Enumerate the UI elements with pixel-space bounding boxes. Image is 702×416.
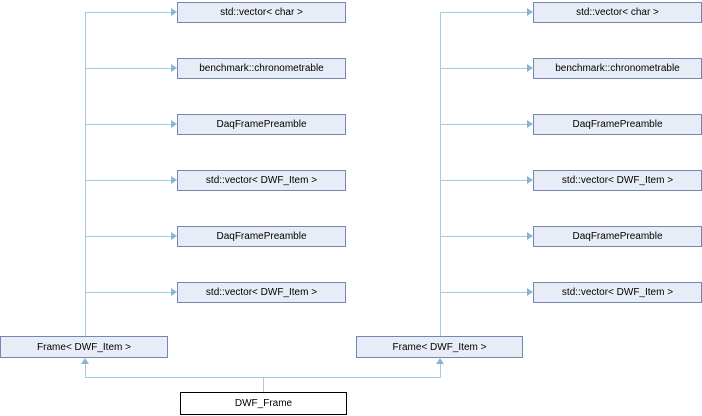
edge-right-branch-4 [440,236,527,237]
node-right-benchmark-chronometrable[interactable]: benchmark::chronometrable [533,58,702,79]
node-right-std-vector-dwf-item-1[interactable]: std::vector< DWF_Item > [533,170,702,191]
node-right-daqframepreamble-1[interactable]: DaqFramePreamble [533,114,702,135]
edge-right-branch-1 [440,68,527,69]
edge-left-trunk [85,12,86,336]
arrowhead-left-2-icon [171,120,177,128]
node-right-std-vector-dwf-item-2[interactable]: std::vector< DWF_Item > [533,282,702,303]
node-left-daqframepreamble-2[interactable]: DaqFramePreamble [177,226,346,247]
arrowhead-up-left-icon [81,358,89,364]
edge-main-right-riser [440,362,441,377]
node-frame-dwf-item-left[interactable]: Frame< DWF_Item > [0,336,168,358]
edge-left-branch-3 [85,180,171,181]
node-right-daqframepreamble-2[interactable]: DaqFramePreamble [533,226,702,247]
node-frame-dwf-item-right[interactable]: Frame< DWF_Item > [356,336,523,358]
node-left-benchmark-chronometrable[interactable]: benchmark::chronometrable [177,58,346,79]
arrowhead-right-0-icon [527,8,533,16]
arrowhead-right-2-icon [527,120,533,128]
edge-left-branch-2 [85,124,171,125]
arrowhead-left-3-icon [171,176,177,184]
arrowhead-right-1-icon [527,64,533,72]
arrowhead-left-4-icon [171,232,177,240]
edge-right-branch-3 [440,180,527,181]
edge-left-branch-4 [85,236,171,237]
edge-right-trunk [440,12,441,336]
node-dwf-frame[interactable]: DWF_Frame [180,392,347,415]
node-left-std-vector-dwf-item-1[interactable]: std::vector< DWF_Item > [177,170,346,191]
edge-main-left-riser [85,362,86,377]
arrowhead-right-3-icon [527,176,533,184]
arrowhead-left-0-icon [171,8,177,16]
edge-left-branch-5 [85,292,171,293]
node-left-std-vector-dwf-item-2[interactable]: std::vector< DWF_Item > [177,282,346,303]
arrowhead-left-1-icon [171,64,177,72]
edge-left-branch-1 [85,68,171,69]
edge-right-branch-2 [440,124,527,125]
edge-left-branch-0 [85,12,171,13]
node-right-std-vector-char[interactable]: std::vector< char > [533,2,702,23]
arrowhead-right-4-icon [527,232,533,240]
node-left-daqframepreamble-1[interactable]: DaqFramePreamble [177,114,346,135]
edge-right-branch-5 [440,292,527,293]
edge-right-branch-0 [440,12,527,13]
edge-main-stem [263,377,264,393]
arrowhead-left-5-icon [171,288,177,296]
node-left-std-vector-char[interactable]: std::vector< char > [177,2,346,23]
arrowhead-up-right-icon [436,358,444,364]
arrowhead-right-5-icon [527,288,533,296]
